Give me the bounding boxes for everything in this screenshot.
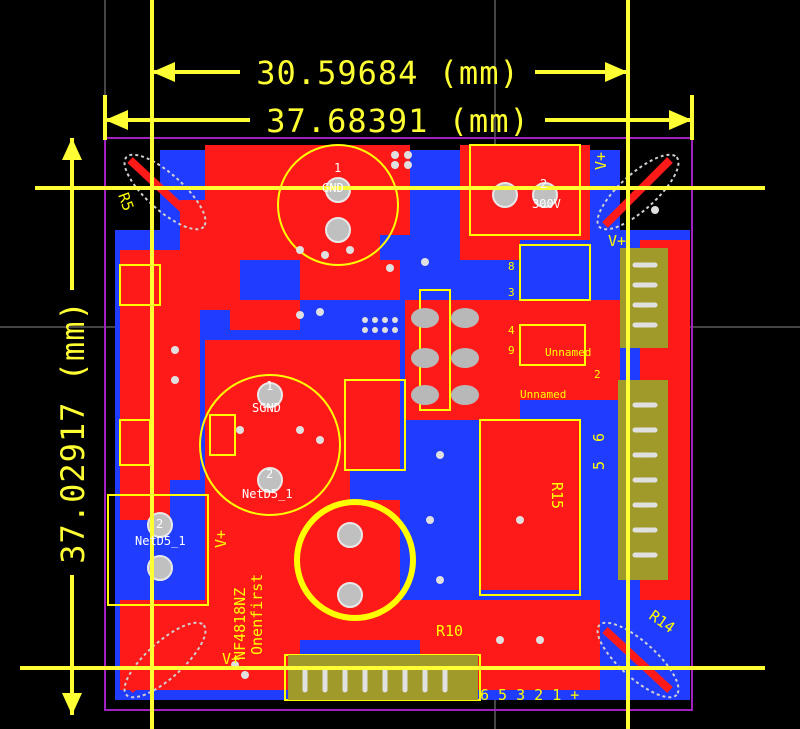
label-r10: R10 — [436, 622, 463, 640]
label-pin1-sgnd: 1 — [266, 379, 273, 393]
label-sgnd: SGND — [252, 401, 281, 415]
label-r15: R15 — [548, 482, 566, 509]
dimension-height: 37.02917 (mm) — [54, 300, 92, 563]
transformer-pads — [411, 308, 479, 405]
label-num-9: 9 — [508, 344, 515, 357]
label-netd5-left: NetD5_1 — [135, 534, 186, 548]
dimension-arrows — [62, 62, 692, 715]
label-vplus-left: V+ — [212, 530, 230, 548]
label-pin2-left: 2 — [156, 517, 163, 531]
label-pin2-netd5: 2 — [266, 467, 273, 481]
dimension-inner-width: 30.59684 (mm) — [256, 54, 519, 92]
label-netd5-center: NetD5_1 — [242, 487, 293, 501]
dimension-outer-width: 37.68391 (mm) — [266, 102, 529, 140]
label-pin-row: 6 5 3 2 1 + — [480, 686, 579, 704]
label-vplus-bottom: V+ — [222, 650, 240, 668]
mounting-slots — [127, 157, 673, 694]
label-pin2-cap: 2 — [540, 177, 547, 191]
label-vplus-top-right: V+ — [592, 152, 610, 170]
label-pin1-gnd: 1 — [334, 161, 341, 175]
board-outline — [104, 137, 693, 711]
mount-slot-br — [596, 621, 680, 699]
label-gnd: GND — [322, 181, 344, 195]
label-part-onen: Onenfirst — [248, 574, 266, 655]
label-part-nf: NF4818NZ — [231, 588, 249, 660]
vias — [171, 151, 659, 679]
connector-pins — [302, 262, 658, 693]
label-unnamed-2: Unnamed — [520, 388, 566, 401]
label-num-8: 8 — [508, 260, 515, 273]
mount-slot-tl — [123, 153, 207, 231]
label-r5: R5 — [114, 190, 137, 213]
dimension-lines — [20, 0, 765, 729]
label-pin2-right: 2 — [594, 368, 601, 381]
mount-slot-tr — [596, 153, 680, 231]
label-unnamed-1: Unnamed — [545, 346, 591, 359]
label-num-6: 6 — [590, 433, 608, 442]
silkscreen-outlines — [107, 144, 591, 701]
label-vplus-right: V+ — [608, 232, 626, 250]
label-num-4: 4 — [508, 324, 515, 337]
label-cap-300v: 300V — [532, 197, 561, 211]
label-num-3: 3 — [508, 286, 515, 299]
label-num-5: 5 — [590, 461, 608, 470]
